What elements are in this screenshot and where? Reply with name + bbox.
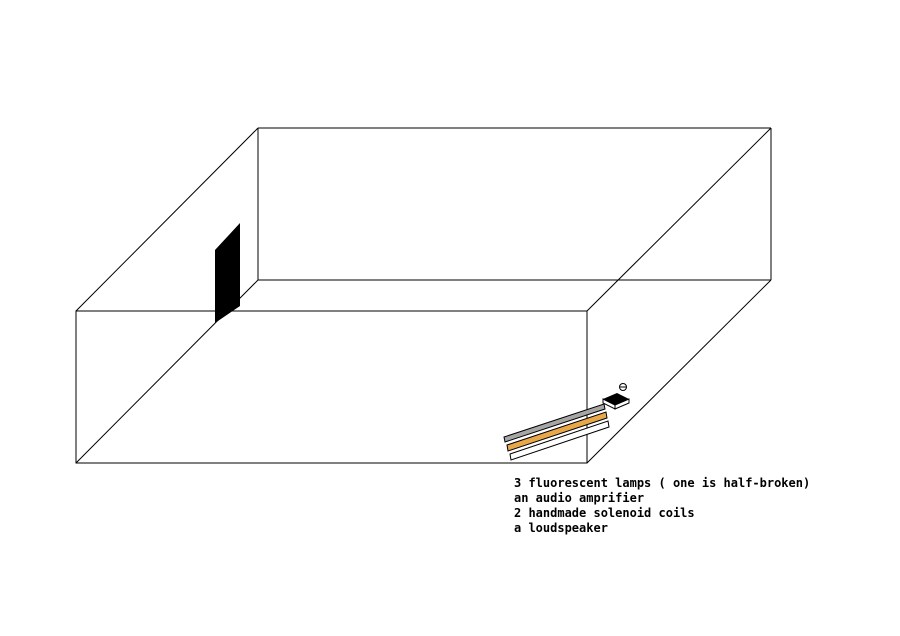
fluorescent-lamp-orange [506,411,608,452]
equipment-list: 3 fluorescent lamps ( one is half-broken… [514,476,810,536]
top-left-depth-edge [75,127,259,312]
loudspeaker [619,383,627,391]
front-wall-outline [75,310,588,464]
room-outline [75,127,772,464]
door-opening [215,223,240,323]
equipment-item-amplifier: an audio amprifier [514,491,645,505]
equipment-item-lamps: 3 fluorescent lamps ( one is half-broken… [514,476,811,490]
fluorescent-lamp-gray [503,403,606,443]
audio-amplifier [602,393,630,410]
amplifier-side [602,398,616,410]
floor-right-depth-edge [586,279,772,464]
top-right-depth-edge [586,127,772,312]
fluorescent-lamp-white [509,420,610,461]
equipment-item-loudspeaker: a loudspeaker [514,521,608,535]
fluorescent-lamps [503,403,610,461]
equipment-item-coils: 2 handmade solenoid coils [514,506,695,520]
